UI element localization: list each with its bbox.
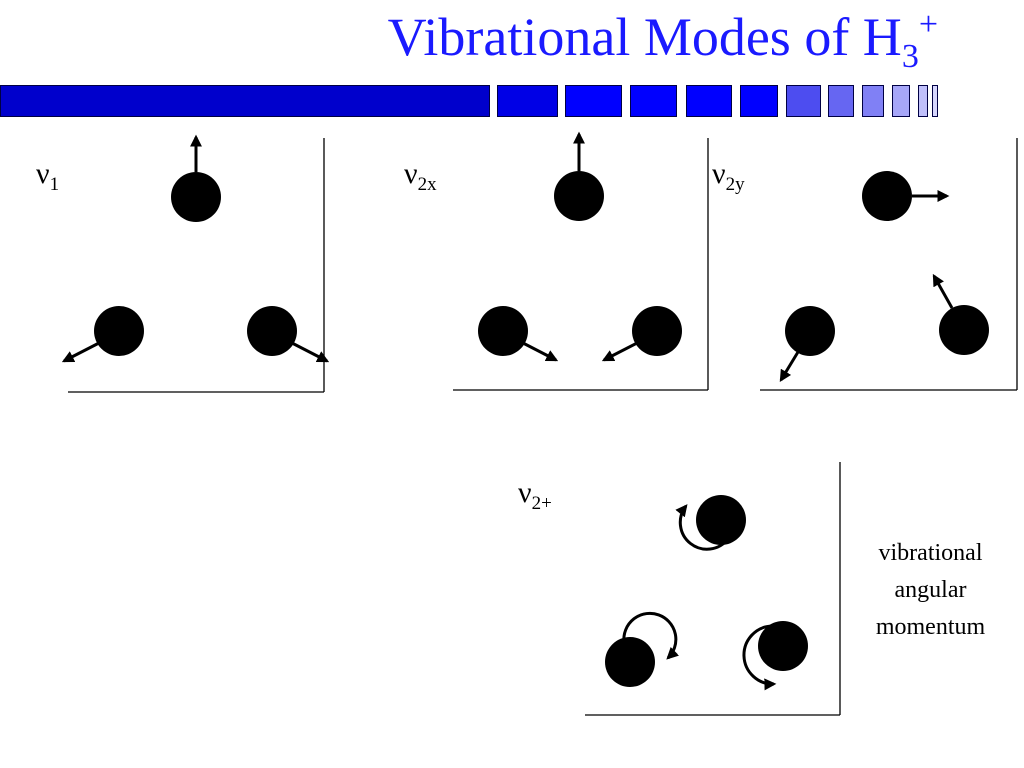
atom: [758, 621, 808, 671]
atom: [94, 306, 144, 356]
bar-segment: [862, 85, 884, 117]
bar-segment: [932, 85, 938, 117]
displacement-arrow: [779, 351, 800, 383]
mode-label-nu1: ν1: [36, 157, 60, 195]
panel-nu1: [61, 134, 330, 393]
nu-subscript: 2+: [531, 493, 552, 514]
nu-symbol: ν: [404, 157, 418, 190]
atom: [696, 495, 746, 545]
nu-subscript: 1: [49, 174, 60, 195]
title-superscript: +: [918, 6, 938, 43]
mode-label-nu2x: ν2x: [404, 157, 437, 195]
nu-symbol: ν: [36, 157, 50, 190]
atom: [554, 171, 604, 221]
atom: [605, 637, 655, 687]
bar-segment: [740, 85, 778, 117]
bar-segment: [918, 85, 928, 117]
rotation-arrow: [742, 624, 777, 691]
panel-nu2plus: [585, 462, 841, 716]
caption-line: angular: [894, 577, 967, 604]
atom: [862, 171, 912, 221]
mode-label-nu2y: ν2y: [712, 157, 745, 195]
bar-segment: [630, 85, 677, 117]
title-subscript: 3: [901, 38, 919, 75]
caption-line: vibrational: [878, 540, 983, 566]
nu-symbol: ν: [712, 157, 726, 190]
bar-segment: [786, 85, 821, 117]
displacement-arrow: [291, 341, 330, 363]
panel-nu2x: [453, 131, 709, 391]
mode-label-nu2plus: ν2+: [518, 476, 552, 514]
bar-segment: [565, 85, 622, 117]
caption-line: momentum: [875, 614, 986, 641]
atom: [478, 306, 528, 356]
atom: [632, 306, 682, 356]
displacement-arrow: [61, 341, 100, 363]
bar-segment: [0, 85, 490, 117]
atom: [247, 306, 297, 356]
atom: [171, 172, 221, 222]
bar-segment: [497, 85, 558, 117]
nu-symbol: ν: [518, 476, 532, 509]
nu-subscript: 2x: [417, 174, 437, 195]
title-main: Vibrational Modes of H: [387, 7, 902, 67]
angular-momentum-caption: vibrational angular momentum: [858, 535, 1003, 647]
displacement-arrow: [601, 341, 638, 362]
nu-subscript: 2y: [725, 174, 745, 195]
bar-segment: [686, 85, 732, 117]
panel-nu2y: [760, 138, 1018, 391]
displacement-arrow: [522, 341, 559, 362]
displacement-arrow: [932, 273, 954, 309]
bar-segment: [892, 85, 910, 117]
slide-title: Vibrational Modes of H3+: [388, 8, 938, 74]
rotation-arrow: [622, 611, 680, 660]
rotation-arrow: [675, 504, 730, 551]
atom: [785, 306, 835, 356]
bar-segment: [828, 85, 854, 117]
atom: [939, 305, 989, 355]
